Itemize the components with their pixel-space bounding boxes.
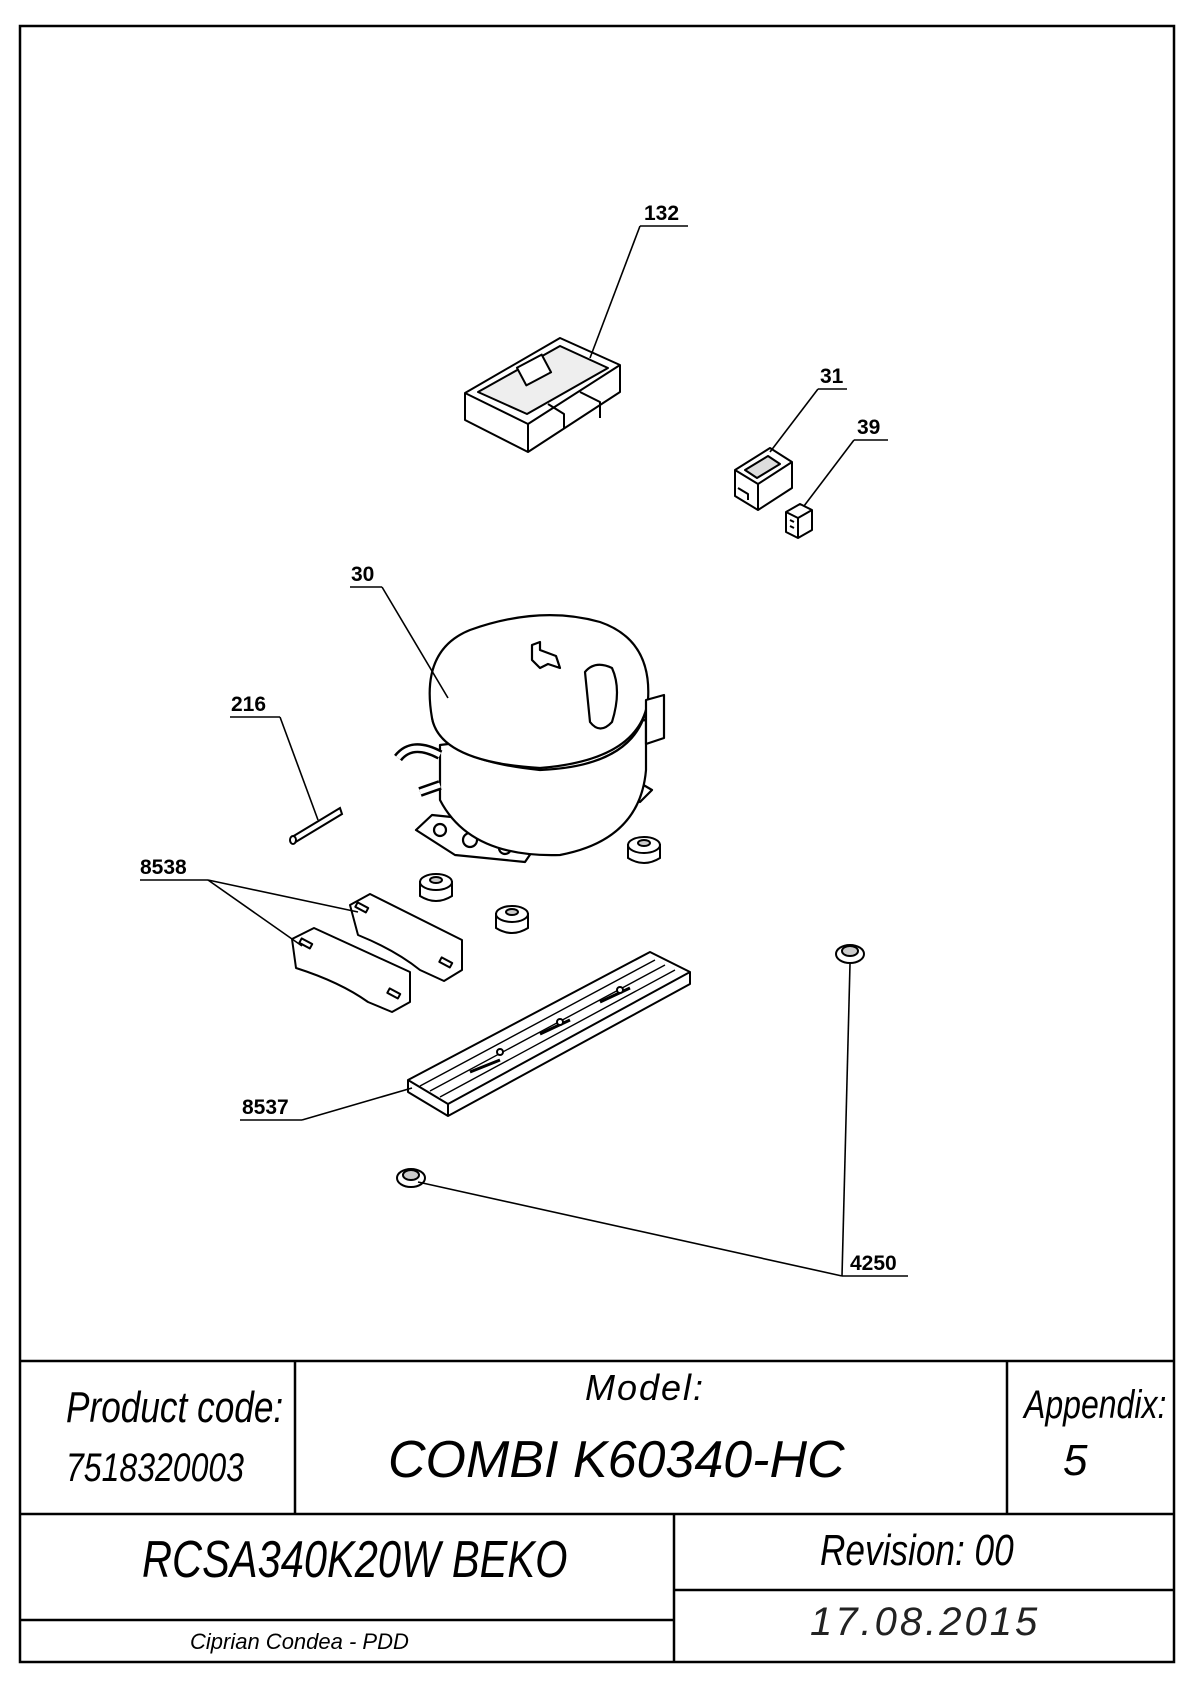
label-4250: 4250 <box>850 1252 897 1275</box>
label-30: 30 <box>351 563 374 586</box>
label-132: 132 <box>644 202 679 225</box>
label-8538: 8538 <box>140 856 187 879</box>
overload-protector-39 <box>785 503 813 539</box>
appendix-value: 5 <box>1063 1436 1088 1485</box>
pin-216 <box>289 806 344 845</box>
appendix-label: Appendix: <box>1024 1383 1167 1427</box>
relay-cover-132 <box>464 337 621 453</box>
label-8537: 8537 <box>242 1096 289 1119</box>
product-code-label: Product code: <box>66 1383 284 1432</box>
model-label: Model: <box>585 1367 706 1408</box>
clamp-plates-8538 <box>291 893 463 1013</box>
product-code-value: 7518320003 <box>66 1446 244 1490</box>
label-39: 39 <box>857 416 880 439</box>
leader-lines <box>140 225 908 1277</box>
mounting-rail-8537 <box>407 951 691 1117</box>
date: 17.08.2015 <box>810 1600 1041 1644</box>
part-labels: 132 31 39 30 216 8538 8537 4250 <box>140 202 897 1275</box>
title-block-grid <box>20 1359 1174 1662</box>
revision: Revision: 00 <box>820 1526 1014 1575</box>
model-value: COMBI K60340-HC <box>388 1431 845 1489</box>
compressor-30 <box>394 614 666 864</box>
author: Ciprian Condea - PDD <box>190 1629 409 1654</box>
relay-31 <box>734 447 793 511</box>
product-name: RCSA340K20W BEKO <box>142 1531 568 1589</box>
drawing-frame <box>18 24 1176 1664</box>
label-216: 216 <box>231 693 266 716</box>
label-31: 31 <box>820 365 844 388</box>
rubber-grommets <box>419 836 661 934</box>
